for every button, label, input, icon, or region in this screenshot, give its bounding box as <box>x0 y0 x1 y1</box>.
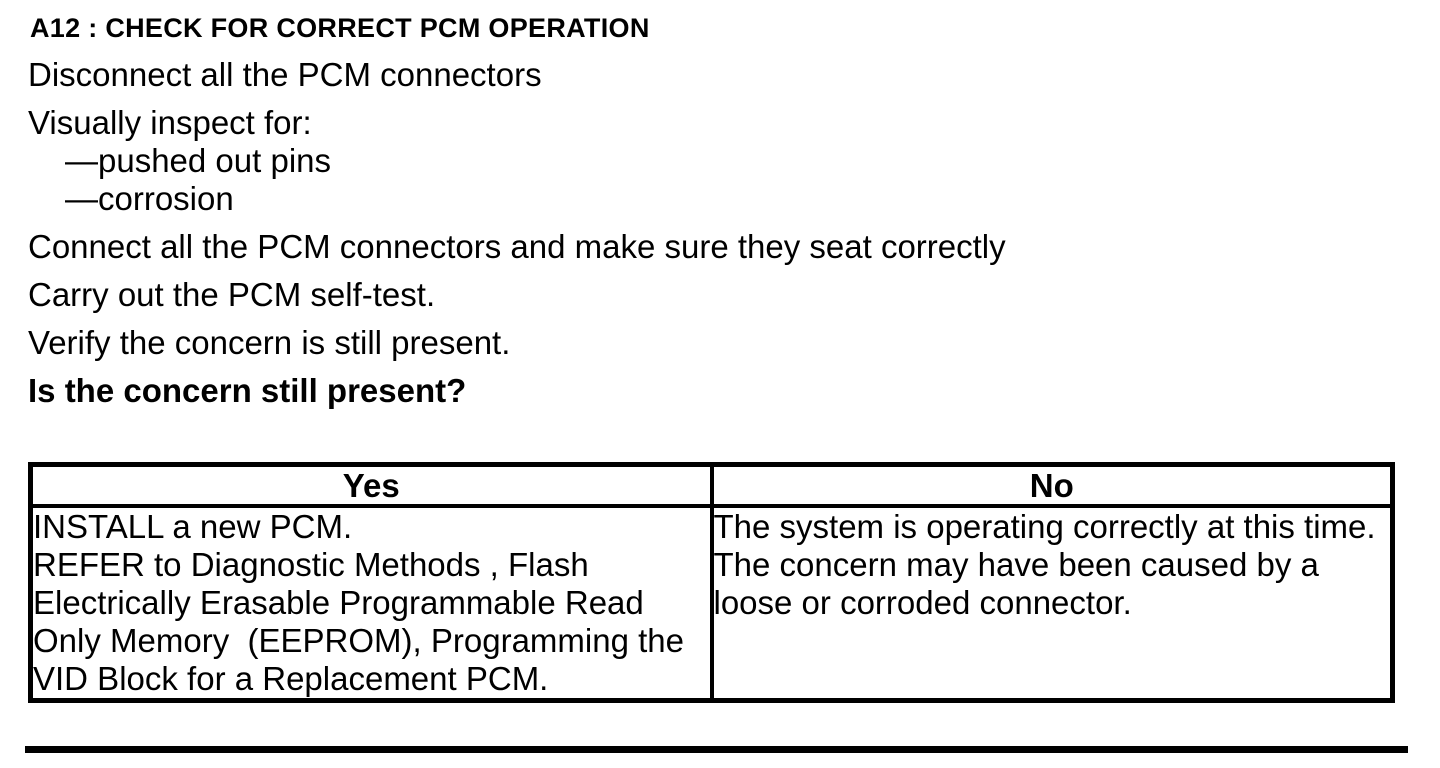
decision-question: Is the concern still present? <box>28 372 467 409</box>
yes-action-line: Only Memory (EEPROM), Programming the <box>33 622 684 659</box>
step-self-test: Carry out the PCM self-test. <box>28 276 436 313</box>
no-action-cell: The system is operating correctly at thi… <box>709 504 1395 703</box>
yes-action-line: Electrically Erasable Programmable Read <box>33 584 644 621</box>
step-inspect-item-pushed-pins: —pushed out pins <box>65 142 332 179</box>
step-inspect-item-corrosion: —corrosion <box>65 180 234 217</box>
yes-action-cell: INSTALL a new PCM. REFER to Diagnostic M… <box>28 504 714 703</box>
yes-action-line: VID Block for a Replacement PCM. <box>33 660 549 697</box>
section-title: A12 : CHECK FOR CORRECT PCM OPERATION <box>30 13 650 43</box>
decision-table: Yes No INSTALL a new PCM. REFER to Diagn… <box>28 462 1395 703</box>
yes-column-header: Yes <box>28 462 714 508</box>
step-visually-inspect: Visually inspect for: <box>28 104 312 141</box>
yes-action-line: INSTALL a new PCM. <box>33 508 353 545</box>
no-action-line: The system is operating correctly at thi… <box>713 508 1376 545</box>
no-action-line: The concern may have been caused by a <box>713 546 1319 583</box>
step-connect-connectors: Connect all the PCM connectors and make … <box>28 228 1006 265</box>
decision-table-header-row: Yes No <box>28 462 1395 508</box>
no-action-line: loose or corroded connector. <box>713 584 1132 621</box>
step-verify-concern: Verify the concern is still present. <box>28 324 511 361</box>
no-column-header: No <box>709 462 1395 508</box>
bottom-divider <box>25 746 1408 753</box>
yes-action-line: REFER to Diagnostic Methods , Flash <box>33 546 589 583</box>
decision-table-body-row: INSTALL a new PCM. REFER to Diagnostic M… <box>28 504 1395 703</box>
step-disconnect-connectors: Disconnect all the PCM connectors <box>28 56 542 93</box>
